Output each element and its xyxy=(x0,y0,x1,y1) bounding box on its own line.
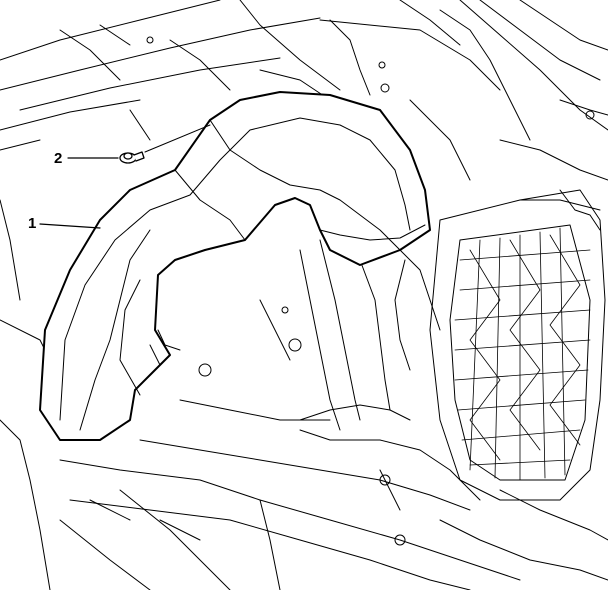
body-structure-lines xyxy=(0,0,608,211)
floor-structure-lines xyxy=(0,199,608,590)
push-pin-fastener xyxy=(119,151,145,164)
leader-line-1 xyxy=(39,223,101,229)
wheelhouse-liner xyxy=(39,91,431,441)
honeycomb-panel xyxy=(394,189,606,501)
wheelhouse-liner-details xyxy=(59,117,426,431)
fastener-alignment-line xyxy=(144,124,211,153)
callout-label-2: 2 xyxy=(54,150,63,167)
callout-label-1: 1 xyxy=(28,215,37,232)
strut-tower-lines xyxy=(259,239,411,431)
